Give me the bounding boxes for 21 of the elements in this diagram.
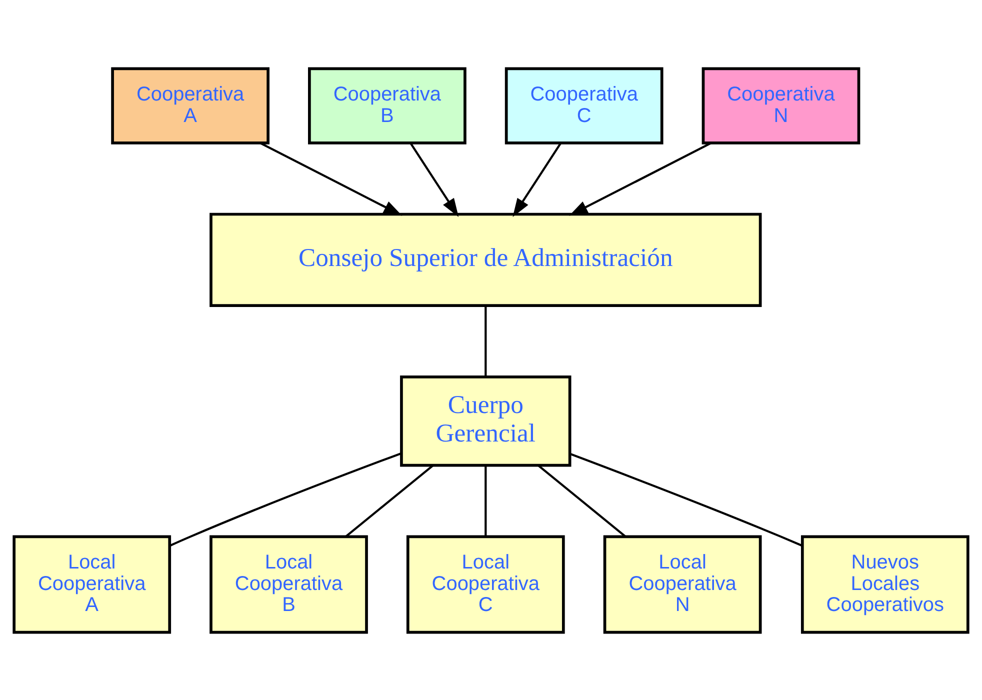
node-box: Consejo Superior de Administración: [210, 212, 762, 306]
connector: [484, 465, 487, 536]
arrow: [512, 142, 562, 216]
node-box: Cooperativa A: [111, 66, 270, 144]
connector: [484, 305, 487, 376]
arrow: [410, 142, 459, 216]
node-box: Cooperativa N: [702, 66, 860, 144]
node-box: Nuevos Locales Cooperativos: [800, 534, 970, 634]
arrow: [569, 142, 712, 216]
node-box: Local Cooperativa N: [603, 534, 762, 634]
arrow: [260, 142, 402, 216]
connector: [170, 452, 402, 546]
node-box: Cooperativa B: [308, 66, 466, 144]
connector: [570, 452, 803, 546]
node-box: Local Cooperativa C: [406, 534, 565, 634]
node-box: Cuerpo Gerencial: [400, 374, 572, 466]
node-box: Local Cooperativa B: [210, 534, 368, 634]
connector: [538, 464, 626, 537]
node-box: Cooperativa C: [504, 66, 664, 144]
node-box: Local Cooperativa A: [12, 534, 172, 634]
connector: [345, 464, 434, 537]
